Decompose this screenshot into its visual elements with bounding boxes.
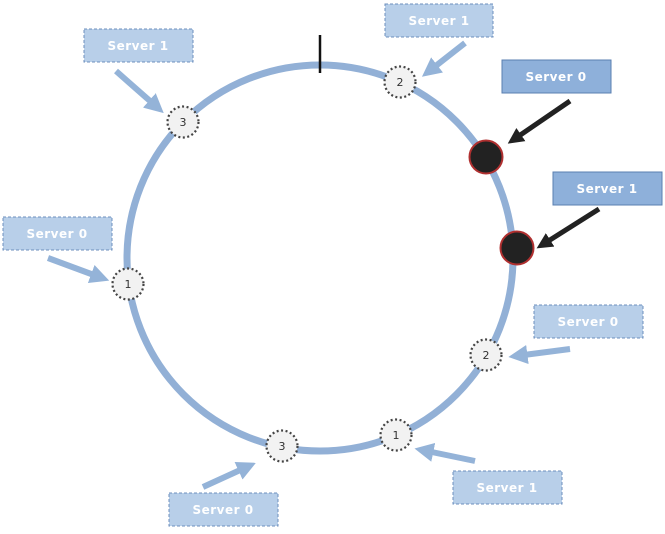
virtual-node-number: 3 <box>180 116 187 129</box>
server-label: Server 1 <box>107 39 168 53</box>
real-server-label: Server 1 <box>576 182 637 196</box>
real-server-node-1 <box>499 230 535 266</box>
arrow-vn-server0-1 <box>46 255 110 284</box>
real-server-label-box: Server 1 <box>552 171 663 206</box>
virtual-node: 2 <box>469 338 503 372</box>
arrow-vn-server1-2 <box>421 40 467 77</box>
virtual-node: 1 <box>111 267 145 301</box>
server-label-box: Server 1 <box>384 3 494 38</box>
server-label-box: Server 0 <box>168 492 279 527</box>
arrow-vn-server1-1 <box>414 442 476 464</box>
virtual-node: 2 <box>383 65 417 99</box>
virtual-node: 3 <box>265 429 299 463</box>
real-server-node-0 <box>468 139 504 175</box>
arrow-rs-server1 <box>536 206 601 249</box>
server-label-box: Server 1 <box>83 28 194 63</box>
server-label: Server 1 <box>476 481 537 495</box>
virtual-node: 1 <box>379 418 413 452</box>
server-label-box: Server 1 <box>452 470 563 505</box>
arrow-vn-server0-2 <box>508 344 571 365</box>
real-server-label: Server 0 <box>525 70 586 84</box>
arrow-rs-server0 <box>507 98 572 144</box>
server-label: Server 1 <box>408 14 469 28</box>
virtual-node-number: 1 <box>393 429 400 442</box>
server-label: Server 0 <box>26 227 87 241</box>
virtual-node-number: 1 <box>125 278 132 291</box>
virtual-node-number: 2 <box>483 349 490 362</box>
server-label: Server 0 <box>192 503 253 517</box>
server-label: Server 0 <box>557 315 618 329</box>
server-label-box: Server 0 <box>2 216 113 251</box>
server-label-box: Server 0 <box>533 304 644 339</box>
real-server-label-box: Server 0 <box>501 59 612 94</box>
arrow-vn-server1-3 <box>114 68 164 114</box>
virtual-node-number: 3 <box>279 440 286 453</box>
virtual-node: 3 <box>166 105 200 139</box>
arrow-vn-server0-3 <box>201 462 256 490</box>
virtual-node-number: 2 <box>397 76 404 89</box>
